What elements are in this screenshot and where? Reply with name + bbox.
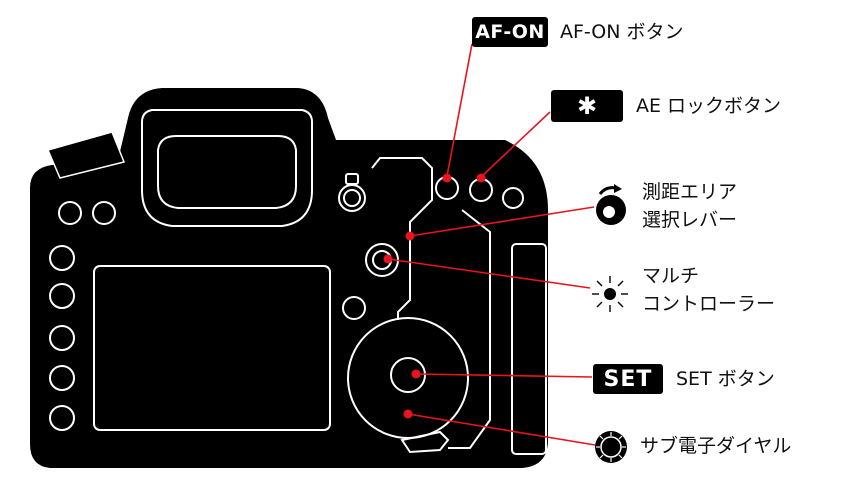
quick-dial-label: サブ電子ダイヤル bbox=[640, 435, 792, 457]
af-on-label: AF-ON ボタン bbox=[560, 21, 684, 43]
camera-body bbox=[30, 88, 548, 468]
metering-lever-label-2: 選択レバー bbox=[642, 209, 738, 231]
leader-lines bbox=[387, 43, 596, 446]
left-buttons bbox=[49, 201, 116, 431]
set-badge: SET bbox=[593, 364, 663, 394]
lcd-screen bbox=[93, 265, 331, 431]
marker-dots bbox=[383, 173, 486, 419]
multi-controller-label-1: マルチ bbox=[642, 265, 700, 287]
ae-lock-badge: ✱ bbox=[551, 90, 623, 122]
lever-icon bbox=[596, 184, 626, 225]
dial-icon bbox=[595, 431, 627, 463]
multi-controller-label-2: コントローラー bbox=[642, 293, 776, 315]
ae-lock-label: AE ロックボタン bbox=[636, 95, 782, 117]
af-on-badge: AF-ON bbox=[472, 17, 548, 47]
metering-lever-label-1: 測距エリア bbox=[642, 181, 738, 203]
eyecup bbox=[141, 109, 313, 227]
set-button-label: SET ボタン bbox=[676, 368, 775, 390]
multi-controller-icon bbox=[592, 276, 628, 312]
